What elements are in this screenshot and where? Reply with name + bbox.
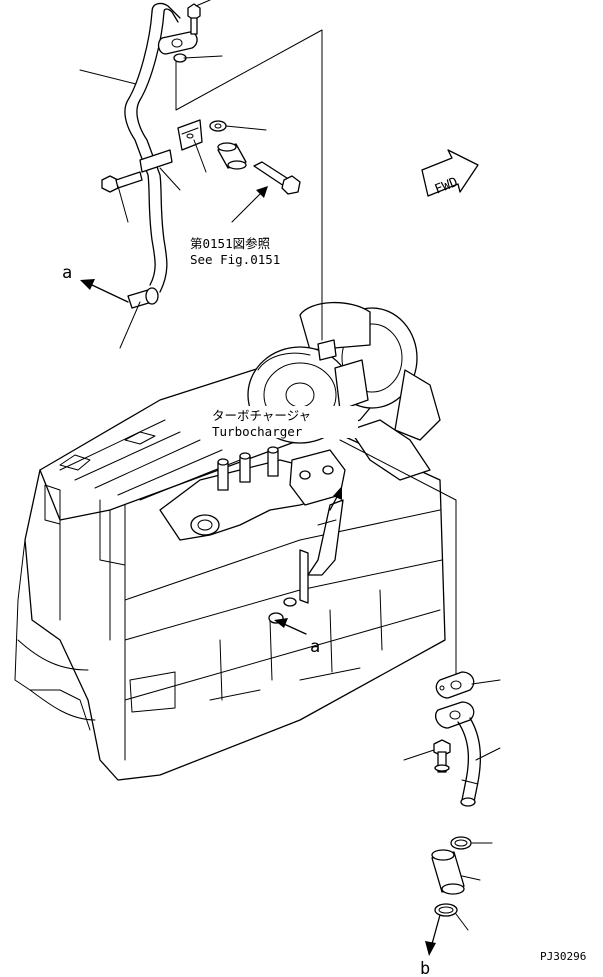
leader-lines — [79, 0, 501, 931]
arrow-from-a — [274, 618, 307, 635]
clamp-bolt — [101, 171, 143, 193]
hose-clamp-lower — [434, 903, 458, 917]
marker-b: b — [420, 959, 430, 977]
reference-label-en: See Fig.0151 — [190, 252, 280, 267]
fwd-direction-icon: FWD — [421, 149, 479, 198]
marker-a-top: a — [62, 263, 72, 283]
oil-supply-pipe — [124, 2, 181, 309]
turbocharger-label-jp: ターボチャージャ — [212, 408, 311, 423]
marker-a-engine: a — [310, 637, 320, 657]
drain-tube — [434, 701, 482, 807]
spacer — [217, 142, 247, 170]
arrow-to-b — [425, 914, 441, 956]
long-bolt — [253, 161, 301, 195]
drain-gasket — [435, 671, 475, 699]
washer-top — [209, 120, 227, 132]
engine-drain-pipe — [268, 499, 344, 624]
arrow-to-a — [80, 279, 129, 303]
clamp-bracket — [177, 119, 203, 151]
arrow-to-fig0151 — [231, 186, 268, 223]
drain-bolt — [433, 739, 451, 773]
flange-bolt — [187, 3, 201, 35]
arrow-engine-drain — [329, 486, 342, 511]
turbocharger-label-en: Turbocharger — [212, 424, 303, 439]
drain-hose — [431, 849, 465, 895]
supply-flange — [157, 31, 198, 63]
drawing-number: PJ30296 — [540, 950, 586, 963]
reference-label-jp: 第0151図参照 — [190, 236, 270, 251]
hose-clamp-upper — [450, 836, 472, 850]
